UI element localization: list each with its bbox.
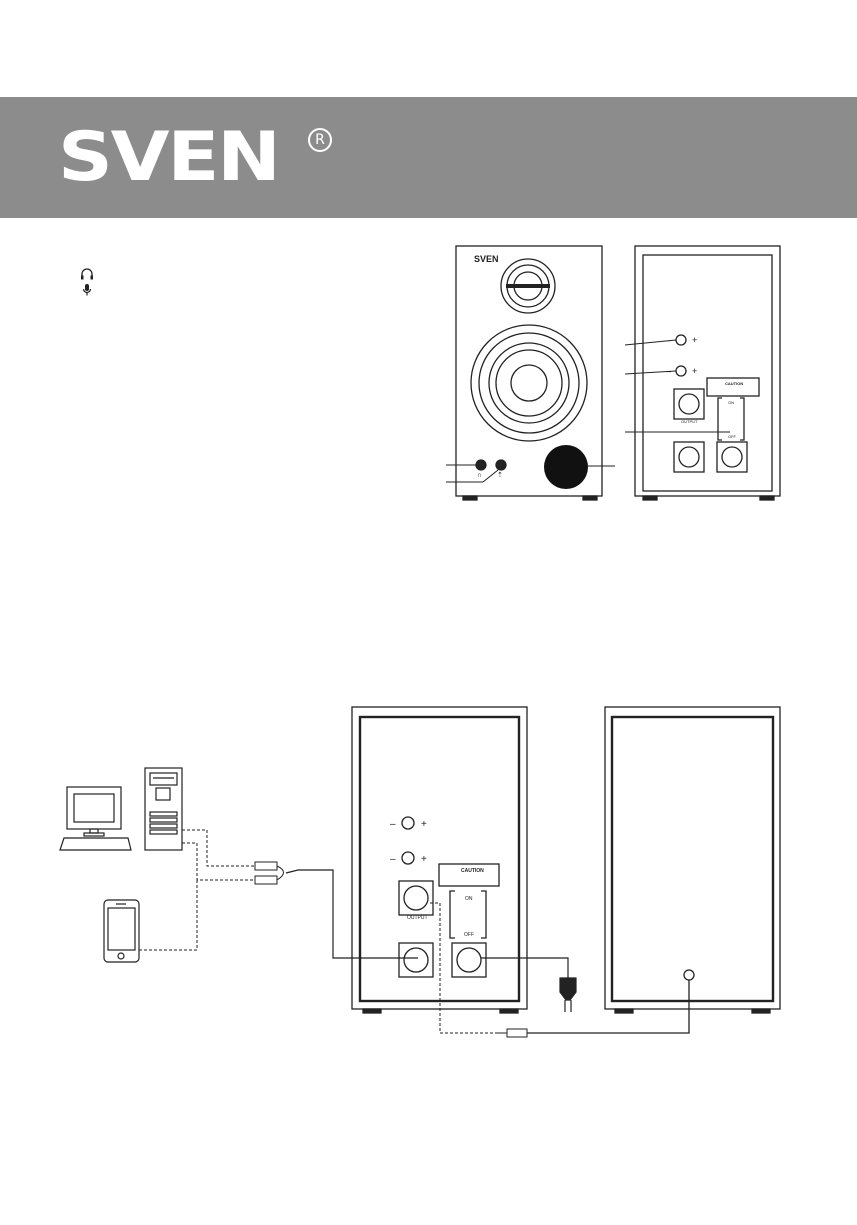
front-badge: SVEN xyxy=(474,254,499,264)
svg-text:+: + xyxy=(692,366,697,376)
passive-speaker-rear xyxy=(527,706,781,1034)
svg-text:CAUTION: CAUTION xyxy=(461,868,484,874)
svg-text:ON: ON xyxy=(465,896,473,902)
header-banner xyxy=(0,97,857,218)
svg-text:OFF: OFF xyxy=(464,932,474,938)
smartphone xyxy=(103,899,140,963)
svg-text:+: + xyxy=(421,854,427,865)
registered-mark: R xyxy=(308,128,332,152)
svg-text:ON: ON xyxy=(728,400,734,405)
svg-text:⇡: ⇡ xyxy=(497,471,503,479)
svg-text:CAUTION: CAUTION xyxy=(725,381,743,386)
svg-text:∩: ∩ xyxy=(477,472,482,479)
headphones-icon xyxy=(80,266,94,282)
audio-jack xyxy=(498,1028,528,1038)
pc-monitor xyxy=(59,786,132,851)
svg-text:–: – xyxy=(390,819,396,830)
svg-text:–: – xyxy=(666,335,671,345)
pc-tower xyxy=(144,767,183,851)
svg-text:+: + xyxy=(421,819,427,830)
svg-text:OFF: OFF xyxy=(728,434,737,439)
svg-text:–: – xyxy=(666,366,671,376)
svg-text:OUTPUT: OUTPUT xyxy=(407,915,428,921)
rca-plug xyxy=(254,861,418,959)
connector-legend xyxy=(80,266,94,298)
rear-speaker-top xyxy=(624,245,781,501)
front-speaker xyxy=(446,245,615,501)
power-plug xyxy=(481,957,577,1012)
svg-text:+: + xyxy=(692,335,697,345)
microphone-icon xyxy=(80,282,94,298)
sven-logo: SVEN xyxy=(58,118,281,197)
active-speaker-rear xyxy=(351,706,528,1014)
svg-text:OUTPUT: OUTPUT xyxy=(681,419,698,424)
svg-text:–: – xyxy=(390,854,396,865)
